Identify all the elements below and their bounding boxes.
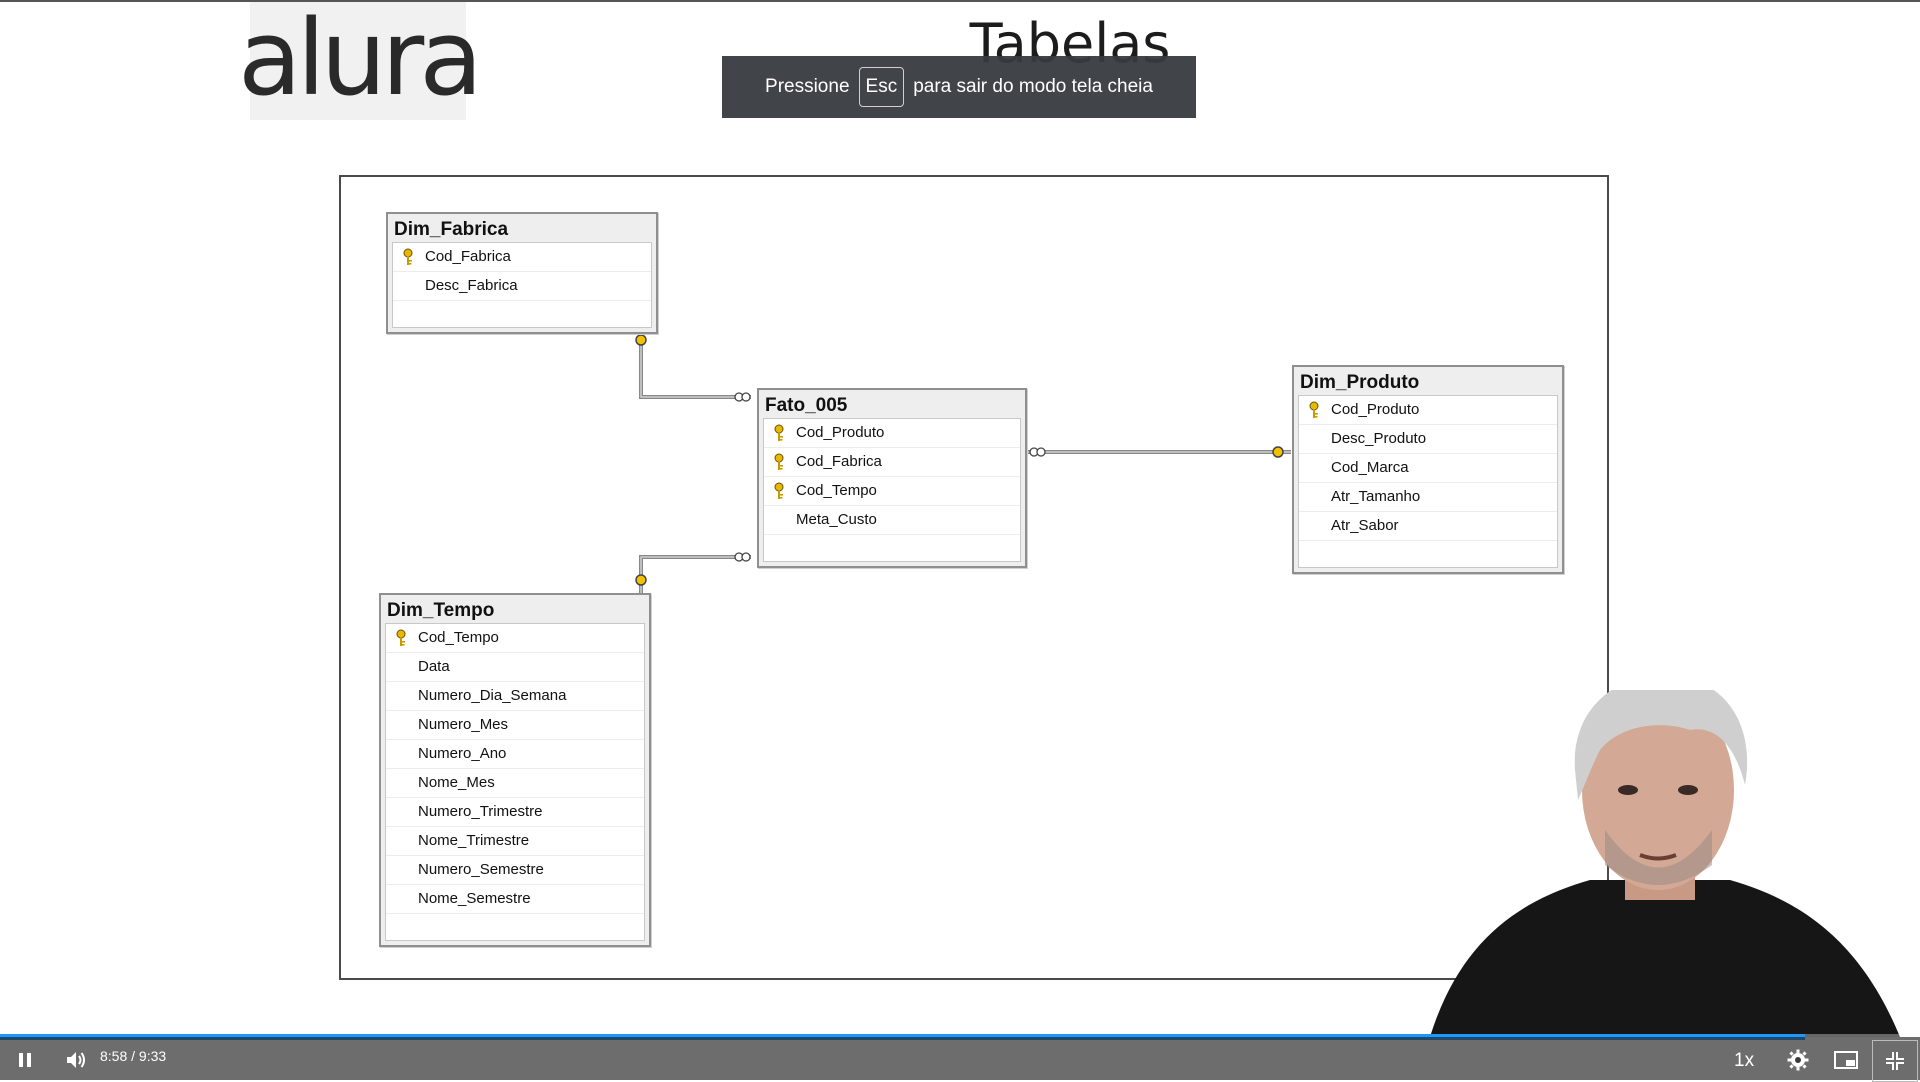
primary-key-icon (403, 248, 413, 265)
primary-key-icon (774, 424, 784, 441)
column-row[interactable]: Nome_Mes (386, 769, 644, 798)
column-name: Desc_Fabrica (425, 277, 518, 294)
time-display: 8:58 / 9:33 (100, 1048, 166, 1064)
table-dim-produto[interactable]: Dim_Produto Cod_Produto Desc_Produto Cod… (1292, 365, 1564, 574)
column-row[interactable]: Atr_Sabor (1299, 512, 1557, 541)
column-name: Atr_Tamanho (1331, 488, 1421, 505)
key-end-icon (1272, 446, 1284, 458)
pause-icon (19, 1053, 31, 1067)
column-name: Nome_Mes (418, 774, 495, 791)
presenter-webcam-overlay (1430, 690, 1900, 1037)
column-name: Numero_Trimestre (418, 803, 543, 820)
fullscreen-notice-prefix: Pressione (765, 76, 850, 97)
column-name: Atr_Sabor (1331, 517, 1399, 534)
column-row[interactable]: Cod_Tempo (764, 477, 1020, 506)
column-row[interactable]: Data (386, 653, 644, 682)
table-title: Dim_Produto (1300, 372, 1420, 393)
column-name: Meta_Custo (796, 511, 877, 528)
table-dim-tempo[interactable]: Dim_Tempo Cod_Tempo Data Numero_Dia_Sema… (379, 593, 651, 947)
volume-button[interactable] (58, 1040, 94, 1080)
column-name: Numero_Dia_Semana (418, 687, 567, 704)
column-name: Nome_Semestre (418, 890, 531, 907)
table-title: Dim_Fabrica (394, 219, 509, 240)
column-row[interactable]: Desc_Fabrica (393, 272, 651, 301)
column-name: Cod_Produto (796, 424, 885, 441)
logo-text: alura (237, 0, 483, 119)
table-dim-fabrica[interactable]: Dim_Fabrica Cod_Fabrica Desc_Fabrica (386, 212, 658, 334)
database-diagram: Dim_Fabrica Cod_Fabrica Desc_Fabrica Fat… (339, 175, 1609, 980)
picture-in-picture-button[interactable] (1828, 1040, 1864, 1080)
column-name: Cod_Tempo (418, 629, 499, 646)
column-name: Desc_Produto (1331, 430, 1427, 447)
column-name: Cod_Tempo (796, 482, 877, 499)
column-name: Numero_Semestre (418, 861, 544, 878)
picture-in-picture-icon (1834, 1051, 1858, 1069)
video-controls-bar (0, 1037, 1920, 1080)
fullscreen-notice: Pressione Esc para sair do modo tela che… (722, 56, 1196, 118)
column-row[interactable]: Cod_Fabrica (764, 448, 1020, 477)
relationship-lines (635, 312, 1291, 597)
column-row[interactable]: Nome_Trimestre (386, 827, 644, 856)
table-title: Fato_005 (765, 395, 848, 416)
column-row[interactable]: Numero_Ano (386, 740, 644, 769)
primary-key-icon (1309, 401, 1319, 418)
column-name: Numero_Ano (418, 745, 507, 762)
top-border (0, 0, 1920, 2)
primary-key-icon (396, 629, 406, 646)
column-row[interactable]: Cod_Marca (1299, 454, 1557, 483)
column-name: Cod_Fabrica (796, 453, 882, 470)
pause-button[interactable] (8, 1040, 42, 1080)
column-name: Nome_Trimestre (418, 832, 530, 849)
table-title: Dim_Tempo (387, 600, 495, 621)
column-row[interactable]: Desc_Produto (1299, 425, 1557, 454)
column-name: Cod_Fabrica (425, 248, 511, 265)
exit-fullscreen-button[interactable] (1872, 1040, 1918, 1082)
column-row[interactable]: Cod_Produto (764, 419, 1020, 448)
key-end-icon (635, 334, 647, 346)
column-row[interactable]: Cod_Produto (1299, 396, 1557, 425)
time-separator: / (131, 1048, 136, 1064)
column-row[interactable]: Numero_Dia_Semana (386, 682, 644, 711)
column-name: Cod_Marca (1331, 459, 1409, 476)
exit-fullscreen-icon (1886, 1052, 1904, 1070)
column-row[interactable]: Numero_Semestre (386, 856, 644, 885)
playback-speed-button[interactable]: 1x (1734, 1050, 1755, 1071)
primary-key-icon (774, 453, 784, 470)
key-end-icon (635, 574, 647, 586)
primary-key-icon (774, 482, 784, 499)
column-name: Data (418, 658, 450, 675)
esc-key-badge: Esc (858, 67, 905, 107)
column-row[interactable]: Numero_Trimestre (386, 798, 644, 827)
column-row[interactable]: Nome_Semestre (386, 885, 644, 914)
column-row[interactable]: Cod_Tempo (386, 624, 644, 653)
fullscreen-notice-suffix: para sair do modo tela cheia (913, 76, 1153, 97)
column-row[interactable]: Atr_Tamanho (1299, 483, 1557, 512)
column-row[interactable]: Numero_Mes (386, 711, 644, 740)
volume-icon (67, 1052, 85, 1068)
alura-logo: alura (238, 2, 483, 120)
table-fato-005[interactable]: Fato_005 Cod_Produto Cod_Fabrica Cod_Tem… (757, 388, 1027, 568)
settings-button[interactable] (1780, 1040, 1816, 1080)
column-name: Numero_Mes (418, 716, 509, 733)
column-row[interactable]: Meta_Custo (764, 506, 1020, 535)
gear-icon (1787, 1049, 1809, 1071)
duration: 9:33 (138, 1048, 167, 1064)
column-row[interactable]: Cod_Fabrica (393, 243, 651, 272)
current-time: 8:58 (100, 1048, 128, 1064)
column-name: Cod_Produto (1331, 401, 1420, 418)
